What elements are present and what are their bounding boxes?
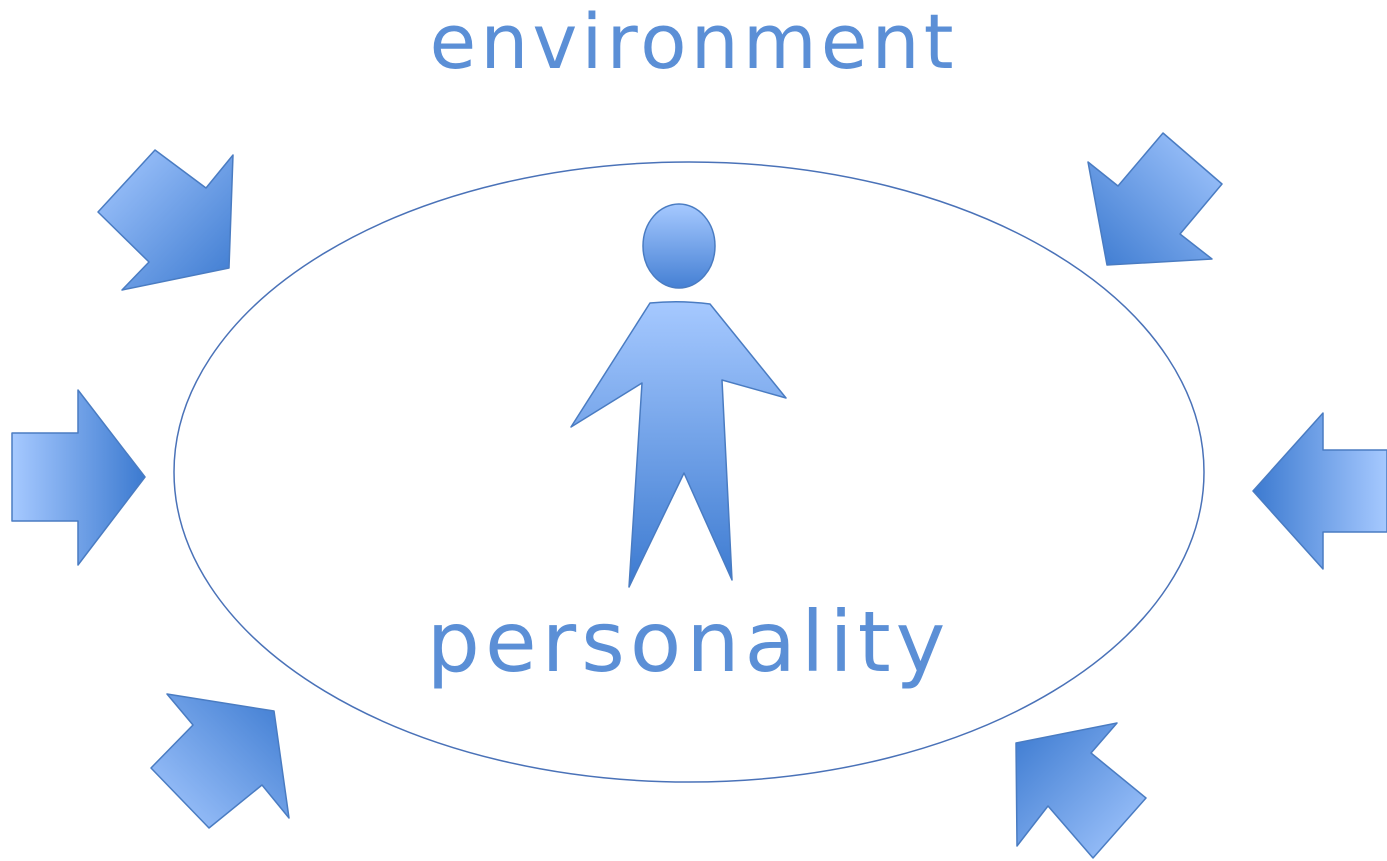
person-body	[570, 300, 787, 588]
arrow-bottom-left-icon	[150, 693, 290, 829]
person-icon	[570, 203, 787, 588]
arrow-right-icon	[1252, 412, 1387, 570]
arrow-left-icon	[11, 389, 146, 566]
personality-ellipse	[173, 161, 1205, 783]
person-head	[642, 203, 716, 289]
arrow-top-left-icon	[97, 149, 234, 291]
arrow-bottom-right-icon	[1015, 722, 1147, 859]
center-label: personality	[426, 593, 951, 691]
diagram-title: environment	[429, 0, 958, 86]
arrow-top-right-icon	[1087, 132, 1223, 266]
